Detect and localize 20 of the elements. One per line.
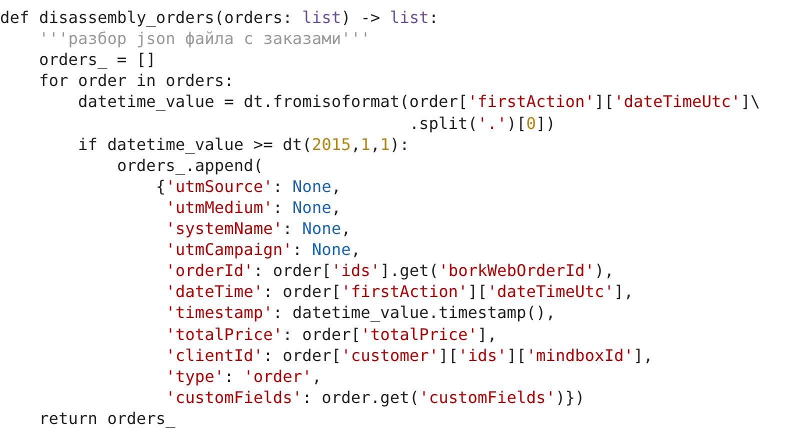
code-line: 'type': 'order', [166, 366, 322, 387]
code-line: '''разбор json файла с заказами''' [38, 29, 370, 50]
code-line: datetime_value = dt.fromisoformat(order['firstAction']['dateTimeUtc']\ [78, 92, 760, 112]
code-line: .split('.')[0]) [409, 114, 556, 134]
code-line: orders_.append( [116, 156, 264, 176]
code-line: orders_ = [] [38, 50, 156, 70]
code-line: if datetime_value >= dt(2015,1,1): [78, 134, 410, 155]
code-line: for order in orders: [38, 71, 234, 92]
code-line: 'customFields': order.get('customFields')}) [166, 388, 585, 408]
code-line: {'utmSource': None, [156, 176, 342, 197]
code-line: 'clientId': order['customer']['ids']['mindboxId'], [166, 346, 654, 366]
code-line: 'systemName': None, [166, 219, 351, 239]
code-line: 'timestamp': datetime_value.timestamp(), [166, 303, 556, 324]
code-line: 'totalPrice': order['totalPrice'], [166, 324, 498, 344]
code-line: def disassembly_orders(orders: list) -> list: [0, 8, 439, 28]
code-line: 'utmMedium': None, [166, 198, 342, 218]
code-line: return orders_ [38, 408, 176, 429]
code-line: 'utmCampaign': None, [166, 240, 361, 260]
code-line: 'orderId': order['ids'].get('borkWebOrderId'), [166, 261, 614, 282]
code-line: 'dateTime': order['firstAction']['dateTimeUtc'], [166, 282, 634, 302]
